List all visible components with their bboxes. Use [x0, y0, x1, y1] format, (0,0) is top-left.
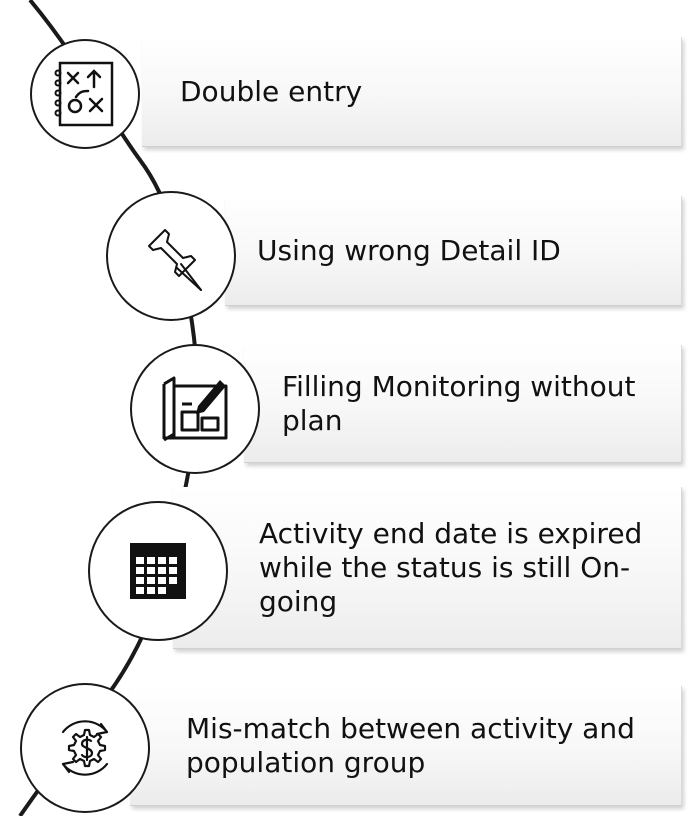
- item-circle-4: [88, 501, 228, 641]
- item-label-3: Filling Monitoring without plan: [282, 369, 636, 437]
- item-card-2: Using wrong Detail ID: [225, 196, 682, 306]
- item-label-1: Double entry: [180, 74, 363, 108]
- item-label-2: Using wrong Detail ID: [257, 233, 561, 267]
- item-card-4: Activity end date is expired while the s…: [173, 487, 682, 649]
- blueprint-edit-icon: [162, 376, 228, 442]
- calendar-icon: [130, 543, 186, 599]
- item-card-3: Filling Monitoring without plan: [244, 345, 682, 463]
- item-circle-2: [106, 191, 236, 321]
- item-card-5: Mis-match between activity and populatio…: [130, 686, 682, 806]
- pushpin-icon: [148, 229, 202, 291]
- strategy-playbook-icon: [54, 61, 114, 127]
- money-cycle-gear-icon: [61, 720, 109, 776]
- item-circle-5: [20, 683, 150, 813]
- item-label-4: Activity end date is expired while the s…: [259, 516, 643, 618]
- item-label-5: Mis-match between activity and populatio…: [186, 711, 635, 779]
- item-card-1: Double entry: [142, 37, 682, 147]
- item-circle-1: [30, 39, 140, 149]
- item-circle-3: [130, 344, 260, 474]
